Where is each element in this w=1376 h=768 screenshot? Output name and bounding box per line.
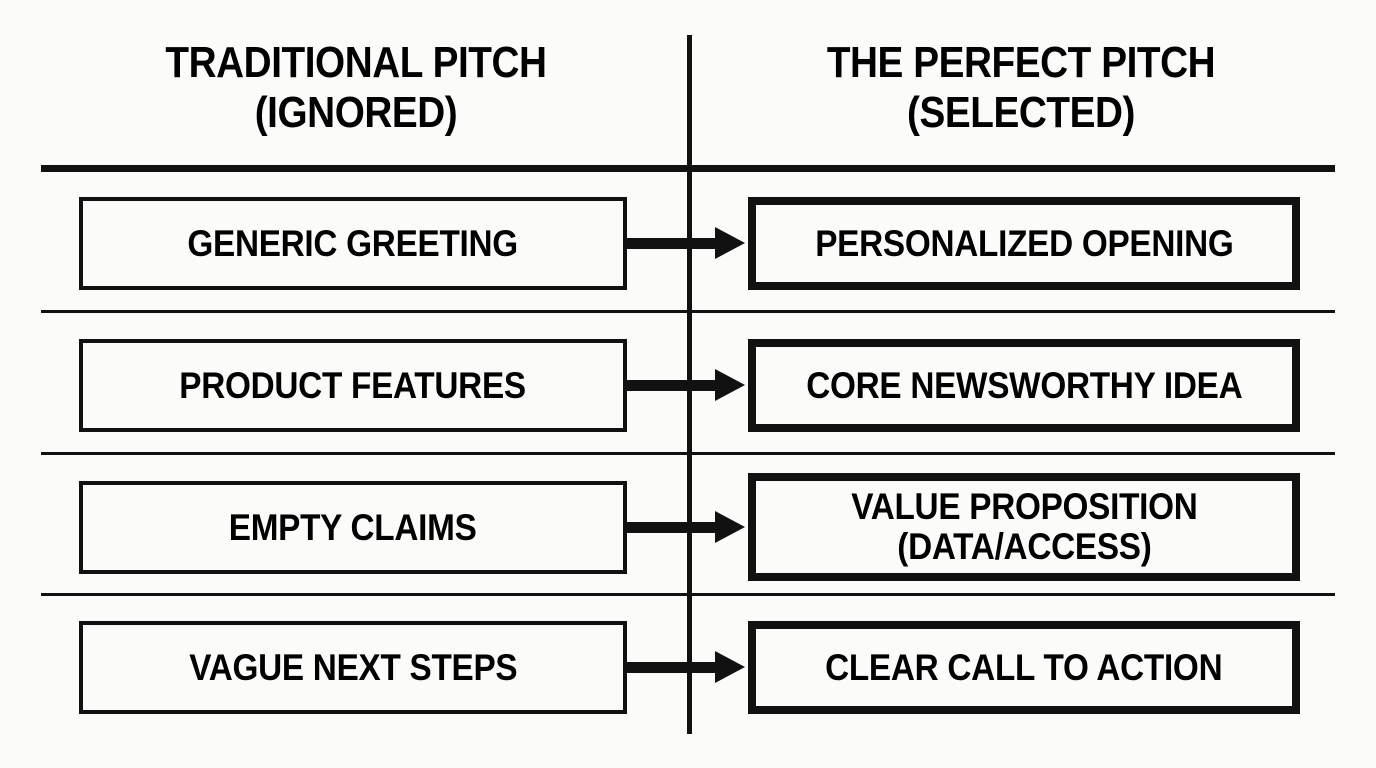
perfect-item-2-line1: CORE NEWSWORTHY IDEA bbox=[805, 364, 1243, 406]
traditional-item-2-label: PRODUCT FEATURES bbox=[179, 364, 527, 406]
column-header-traditional-line1: TRADITIONAL PITCH bbox=[165, 38, 547, 87]
perfect-item-2-label: CORE NEWSWORTHY IDEA bbox=[805, 364, 1243, 406]
arrow-right-icon-4 bbox=[627, 651, 745, 683]
arrow-head-1 bbox=[715, 227, 745, 259]
arrow-right-icon-2 bbox=[627, 369, 745, 401]
perfect-item-1-label: PERSONALIZED OPENING bbox=[814, 222, 1234, 264]
arrow-head-3 bbox=[715, 511, 745, 543]
perfect-item-1: PERSONALIZED OPENING bbox=[748, 197, 1300, 290]
traditional-item-1-label: GENERIC GREETING bbox=[187, 222, 519, 264]
traditional-item-1: GENERIC GREETING bbox=[79, 197, 627, 290]
column-header-traditional: TRADITIONAL PITCH (IGNORED) bbox=[79, 38, 633, 138]
perfect-item-4: CLEAR CALL TO ACTION bbox=[748, 621, 1300, 714]
arrow-head-4 bbox=[715, 651, 745, 683]
column-header-perfect: THE PERFECT PITCH (SELECTED) bbox=[744, 38, 1298, 138]
column-header-traditional-line2: (IGNORED) bbox=[254, 88, 458, 137]
perfect-item-3-line1: VALUE PROPOSITION bbox=[850, 486, 1198, 527]
perfect-item-3-line2: (DATA/ACCESS) bbox=[896, 526, 1152, 567]
traditional-item-4: VAGUE NEXT STEPS bbox=[79, 621, 627, 714]
traditional-item-2: PRODUCT FEATURES bbox=[79, 339, 627, 432]
arrow-right-icon-3 bbox=[627, 511, 745, 543]
arrow-shaft-2 bbox=[627, 380, 717, 391]
perfect-item-3: VALUE PROPOSITION (DATA/ACCESS) bbox=[748, 473, 1300, 581]
arrow-shaft-1 bbox=[627, 238, 717, 249]
column-header-perfect-line2: (SELECTED) bbox=[907, 88, 1135, 137]
perfect-item-4-label: CLEAR CALL TO ACTION bbox=[825, 646, 1223, 688]
perfect-item-1-line1: PERSONALIZED OPENING bbox=[814, 222, 1234, 264]
arrow-head-2 bbox=[715, 369, 745, 401]
arrow-shaft-4 bbox=[627, 662, 717, 673]
perfect-item-4-line1: CLEAR CALL TO ACTION bbox=[825, 646, 1223, 688]
traditional-item-3: EMPTY CLAIMS bbox=[79, 481, 627, 574]
perfect-item-3-label: VALUE PROPOSITION (DATA/ACCESS) bbox=[850, 486, 1198, 567]
column-header-perfect-line1: THE PERFECT PITCH bbox=[826, 38, 1216, 87]
perfect-item-2: CORE NEWSWORTHY IDEA bbox=[748, 339, 1300, 432]
traditional-item-4-label: VAGUE NEXT STEPS bbox=[188, 646, 518, 688]
traditional-item-3-label: EMPTY CLAIMS bbox=[229, 506, 477, 548]
arrow-shaft-3 bbox=[627, 522, 717, 533]
arrow-right-icon-1 bbox=[627, 227, 745, 259]
